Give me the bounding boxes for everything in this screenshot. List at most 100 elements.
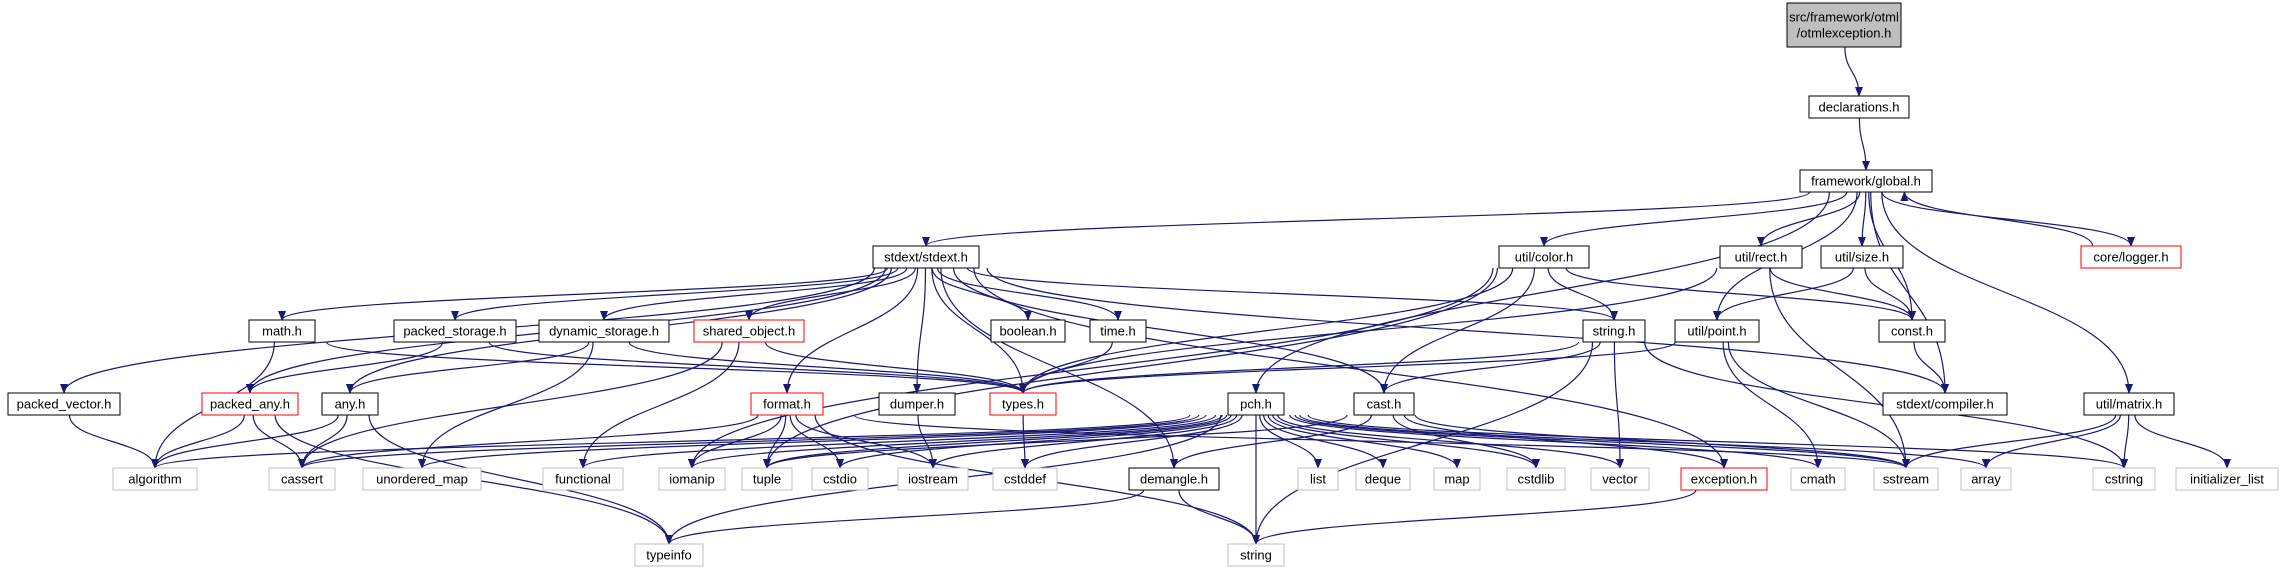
node-packed-vector[interactable]: packed_vector.h [7, 392, 121, 416]
node-iostream[interactable]: iostream [897, 467, 969, 491]
node-box[interactable] [693, 319, 805, 343]
node-cmath[interactable]: cmath [1790, 467, 1846, 491]
node-box[interactable] [1808, 95, 1910, 119]
node-box[interactable] [1719, 245, 1803, 269]
node-typeinfo[interactable]: typeinfo [634, 543, 704, 567]
node-color[interactable]: util/color.h [1498, 245, 1590, 269]
node-cstddef[interactable]: cstddef [992, 467, 1058, 491]
node-dynamic-storage[interactable]: dynamic_storage.h [538, 319, 670, 343]
node-box[interactable] [1128, 467, 1220, 491]
node-declarations[interactable]: declarations.h [1808, 95, 1910, 119]
node-string[interactable]: string [1227, 543, 1285, 567]
node-demangle[interactable]: demangle.h [1128, 467, 1220, 491]
node-box[interactable] [811, 467, 869, 491]
node-box[interactable] [1433, 467, 1481, 491]
node-box[interactable] [1353, 392, 1415, 416]
node-box[interactable] [989, 392, 1057, 416]
node-cassert[interactable]: cassert [268, 467, 336, 491]
node-map[interactable]: map [1433, 467, 1481, 491]
node-list[interactable]: list [1297, 467, 1339, 491]
node-box[interactable] [201, 392, 299, 416]
node-format[interactable]: format.h [750, 392, 824, 416]
node-box[interactable] [658, 467, 726, 491]
node-box[interactable] [1355, 467, 1411, 491]
node-global[interactable]: framework/global.h [1799, 169, 1933, 193]
node-box[interactable] [248, 319, 316, 343]
node-math[interactable]: math.h [248, 319, 316, 343]
node-cast[interactable]: cast.h [1353, 392, 1415, 416]
node-packed-any[interactable]: packed_any.h [201, 392, 299, 416]
node-size[interactable]: util/size.h [1820, 245, 1904, 269]
node-box[interactable] [1674, 319, 1760, 343]
node-box[interactable] [872, 245, 980, 269]
node-tuple[interactable]: tuple [741, 467, 793, 491]
node-shared-object[interactable]: shared_object.h [693, 319, 805, 343]
node-box[interactable] [362, 467, 482, 491]
node-dumper[interactable]: dumper.h [878, 392, 956, 416]
node-box[interactable] [1680, 467, 1768, 491]
node-box[interactable] [7, 392, 121, 416]
node-time[interactable]: time.h [1089, 319, 1147, 343]
node-consth[interactable]: const.h [1878, 319, 1946, 343]
node-root[interactable]: src/framework/otml/otmlexception.h [1786, 2, 1902, 48]
node-box[interactable] [990, 319, 1066, 343]
node-box[interactable] [741, 467, 793, 491]
node-logger[interactable]: core/logger.h [2080, 245, 2182, 269]
node-box[interactable] [878, 392, 956, 416]
node-iomanip[interactable]: iomanip [658, 467, 726, 491]
node-box[interactable] [1582, 319, 1646, 343]
node-box[interactable] [1799, 169, 1933, 193]
node-box[interactable] [2092, 467, 2156, 491]
node-box[interactable] [112, 467, 198, 491]
node-cstring[interactable]: cstring [2092, 467, 2156, 491]
node-box[interactable] [1878, 319, 1946, 343]
node-box[interactable] [634, 543, 704, 567]
node-box[interactable] [992, 467, 1058, 491]
node-matrix[interactable]: util/matrix.h [2083, 392, 2175, 416]
node-cstdio[interactable]: cstdio [811, 467, 869, 491]
node-rect[interactable]: util/rect.h [1719, 245, 1803, 269]
node-functional[interactable]: functional [542, 467, 624, 491]
node-compiler[interactable]: stdext/compiler.h [1882, 392, 2008, 416]
node-box[interactable] [1820, 245, 1904, 269]
node-box[interactable] [1786, 2, 1902, 48]
node-box[interactable] [1227, 543, 1285, 567]
node-box[interactable] [897, 467, 969, 491]
node-box[interactable] [1882, 392, 2008, 416]
node-box[interactable] [1089, 319, 1147, 343]
node-point[interactable]: util/point.h [1674, 319, 1760, 343]
node-box[interactable] [538, 319, 670, 343]
node-box[interactable] [1590, 467, 1650, 491]
node-deque[interactable]: deque [1355, 467, 1411, 491]
node-box[interactable] [1873, 467, 1939, 491]
node-box[interactable] [2080, 245, 2182, 269]
node-box[interactable] [1297, 467, 1339, 491]
node-unordered-map[interactable]: unordered_map [362, 467, 482, 491]
node-types[interactable]: types.h [989, 392, 1057, 416]
node-box[interactable] [268, 467, 336, 491]
node-box[interactable] [321, 392, 379, 416]
node-box[interactable] [2083, 392, 2175, 416]
node-array[interactable]: array [1960, 467, 2012, 491]
node-stdext[interactable]: stdext/stdext.h [872, 245, 980, 269]
node-box[interactable] [1960, 467, 2012, 491]
node-exception[interactable]: exception.h [1680, 467, 1768, 491]
node-algorithm[interactable]: algorithm [112, 467, 198, 491]
node-pch[interactable]: pch.h [1227, 392, 1285, 416]
node-box[interactable] [1227, 392, 1285, 416]
node-box[interactable] [1790, 467, 1846, 491]
node-box[interactable] [2175, 467, 2279, 491]
node-box[interactable] [750, 392, 824, 416]
node-box[interactable] [1506, 467, 1566, 491]
node-vector[interactable]: vector [1590, 467, 1650, 491]
node-cstdlib[interactable]: cstdlib [1506, 467, 1566, 491]
node-sstream[interactable]: sstream [1873, 467, 1939, 491]
node-packed-storage[interactable]: packed_storage.h [393, 319, 517, 343]
node-box[interactable] [393, 319, 517, 343]
node-box[interactable] [542, 467, 624, 491]
node-boolean[interactable]: boolean.h [990, 319, 1066, 343]
node-box[interactable] [1498, 245, 1590, 269]
node-initializer-list[interactable]: initializer_list [2175, 467, 2279, 491]
node-anyh[interactable]: any.h [321, 392, 379, 416]
node-stringh[interactable]: string.h [1582, 319, 1646, 343]
